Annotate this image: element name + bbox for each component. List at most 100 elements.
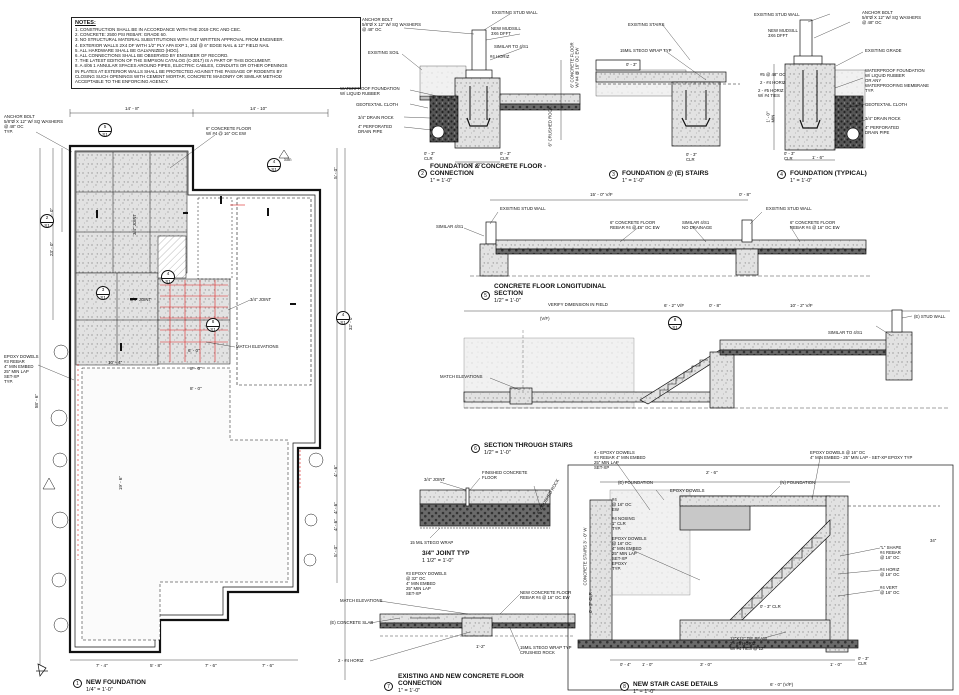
d8-dim-top: 2' - 6" — [706, 470, 718, 475]
d4-title: FOUNDATION (TYPICAL) — [790, 170, 867, 177]
detail-5-drawing — [463, 199, 870, 277]
d8-horiz: #4 HORIZ@ 16" OC — [880, 567, 900, 577]
note-line: ACCEPTABLE TO THE ENFORCING AGENCY. — [75, 79, 169, 85]
d3-dim-1: 0' - 3" — [626, 62, 637, 67]
note-line: 5. ALL HARDWARE SHALL BE GALVANIZED (HDG… — [75, 47, 180, 53]
d6-match-elevations: MATCH ELEVATIONS — [440, 374, 483, 379]
plan-scale: 1/4" = 1'-0" — [86, 687, 113, 693]
plan-match-elevations: MATCH ELEVATIONS — [236, 344, 279, 349]
note-line: 3. NO STRUCTURAL MATERIAL SUBSTITUTIONS … — [75, 37, 284, 43]
detail-3-drawing — [595, 23, 740, 147]
note-line: CLOSING SUCH OPENINGS WITH CEMENT MORTAR… — [75, 73, 282, 79]
d2-detail-number: 2 — [418, 169, 427, 178]
d5-dim-span: 15' - 0" V/F — [590, 192, 613, 197]
d4-dim-width: 1' - 6" — [812, 155, 824, 160]
d8-dim-bottom-2: 1' - 0" — [642, 662, 653, 667]
plan-dim-bottom-4: 7' - 6" — [262, 663, 274, 668]
plan-dim-left-2: 23' - 0" — [49, 241, 55, 257]
d3-detail-number: 3 — [609, 170, 618, 179]
d5-stud-wall-right: EXISTING STUD WALL — [766, 206, 812, 211]
plan-title: NEW FOUNDATION — [86, 679, 146, 686]
note-line: 1. CONSTRUCTION SHALL BE IN ACCORDANCE W… — [75, 27, 242, 32]
d8-scale: 1" = 1'-0" — [633, 689, 656, 695]
d3-scale: 1" = 1'-0" — [622, 178, 645, 184]
d6-vf-label: (V/F) — [540, 316, 550, 321]
plan-joint-label-2: 3/4" JOINT — [130, 297, 152, 302]
d2-stud-wall: EXISTING STUD WALL — [492, 10, 538, 15]
d6-dim-stair: 6' - 2" V/F — [664, 303, 685, 308]
d4-geotextail: GEOTEXTAIL CLOTH — [865, 102, 908, 107]
d8-detail-number: 8 — [620, 682, 629, 691]
d6-scale: 1/2" = 1'-0" — [484, 450, 511, 456]
d3-stego-wrap: 15MIL STEGO WRAP TYP — [620, 48, 672, 53]
d2-crushed-rock: 6" CRUSHED ROCK — [547, 106, 553, 147]
d2-drain-rock: 3/4" DRAIN ROCK — [358, 115, 394, 120]
detail-7-drawing — [369, 593, 576, 662]
plan-dim-inner-4: 6' - 0" — [188, 348, 200, 353]
d8-stairs-width: CONCRETE STAIRS 3' - 0" W — [582, 527, 588, 586]
plan-dim-right-1: 5' - 0" — [332, 167, 338, 179]
d2-dim-width: 2' - 0" — [470, 162, 482, 167]
d8-dim-bottom-4: 1' - 0" — [830, 662, 842, 667]
plan-dim-right-4: 4' - 6" — [332, 519, 338, 531]
plan-joint-label-1: 3/4" JOINT — [132, 213, 138, 236]
d6-dim-span: 10' - 2" V/F — [790, 303, 813, 308]
d2-horiz: #4 HORIZ — [490, 54, 510, 59]
foundation-plan — [35, 109, 346, 680]
d6-verify-dim: VERIFY DIMENSION IN FIELD — [548, 302, 608, 307]
d6-title: SECTION THROUGH STAIRS — [484, 442, 573, 449]
detail-4-drawing — [773, 13, 866, 161]
d2-dim-clr-left: 0' - 3"CLR — [424, 151, 435, 161]
note-line: 7. THE LATEST EDITION OF THE SIMPSON CAT… — [75, 58, 272, 64]
jt-joint-label: 3/4" JOINT — [424, 477, 446, 482]
d3-title: FOUNDATION @ (E) STAIRS — [622, 170, 709, 177]
d7-detail-number: 7 — [384, 682, 393, 691]
jt-title: 3/4" JOINT TYP — [422, 550, 470, 557]
d8-l-shape: "L" SHAPE#4 REBAR@ 16" OC — [880, 545, 902, 560]
d4-drain-rock: 3/4" DRAIN ROCK — [865, 116, 901, 121]
d4-existing-grade: EXISTING GRADE — [865, 48, 902, 53]
d8-clr-mid: 0' - 3" CLR — [760, 604, 781, 609]
d8-dim-clr-left: 0' - 3" CLR — [587, 592, 593, 613]
d4-rebar-vert: #5 @ 48" OC — [760, 72, 786, 77]
d7-dim: 1'-2" — [476, 644, 486, 649]
d7-horiz: 2 - #4 HORIZ — [338, 658, 364, 663]
detail-2-drawing — [401, 13, 581, 163]
d5-detail-number: 5 — [481, 291, 490, 300]
jt-scale: 1 1/2" = 1'-0" — [422, 558, 454, 564]
d6-similar: SIMILAR TO 4/S1 — [828, 330, 863, 335]
note-line: 4. EXTERIOR WALLS 2X4 DF WITH 1/2" PLY A… — [75, 42, 270, 48]
d8-epoxy-dowels-mid: EPOXY DOWELS — [670, 488, 705, 493]
d2-existing-soil: EXISTING SOIL — [368, 50, 400, 55]
plan-dim-inner-2: 8' - 0" — [190, 366, 202, 371]
note-line: 6. ALL CONNECTIONS SHALL BE OBSERVED BY … — [75, 53, 229, 59]
d2-scale: 1" = 1'-0" — [430, 178, 453, 184]
note-line: IN PLATES AT EXTERIOR WALLS SHALL BE PRO… — [75, 68, 283, 74]
d7-existing-slab: (E) CONCRETE SLAB — [330, 620, 374, 625]
joint-typ-drawing — [419, 477, 551, 539]
d4-scale: 1" = 1'-0" — [790, 178, 813, 184]
d5-similar-left: SIMILAR 4/S1 — [436, 224, 464, 229]
